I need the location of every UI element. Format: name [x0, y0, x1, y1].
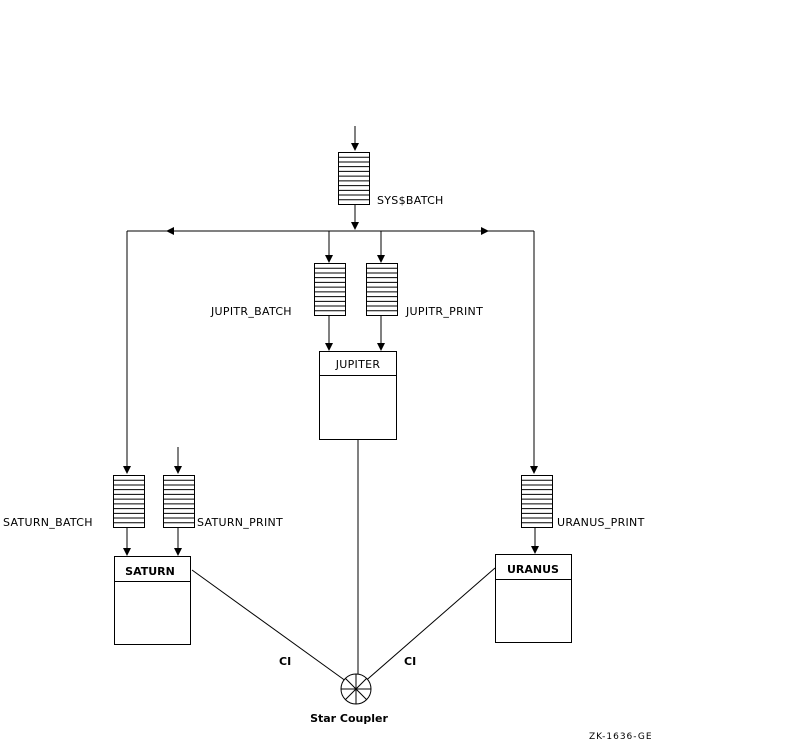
queue-box-outline	[314, 263, 346, 316]
queue-saturn-batch[interactable]	[113, 475, 145, 528]
queue-label-saturn-print: SATURN_PRINT	[197, 516, 283, 529]
queue-label-uranus-print: URANUS_PRINT	[557, 516, 645, 529]
queue-uranus-print[interactable]	[521, 475, 553, 528]
ci-label-left: CI	[279, 655, 291, 668]
figure-id: ZK-1636-GE	[589, 732, 653, 742]
queue-saturn-print[interactable]	[163, 475, 195, 528]
node-label-jupiter: JUPITER	[335, 358, 381, 371]
node-saturn[interactable]: SATURN	[114, 556, 191, 645]
node-jupiter[interactable]: JUPITER	[319, 351, 397, 440]
arrow-uranus-print-to-node	[531, 528, 539, 554]
arrows-saturn-to-node	[123, 528, 182, 556]
input-arrow-sys-batch	[351, 126, 359, 151]
queue-label-sys-batch: SYS$BATCH	[377, 194, 444, 207]
queue-label-saturn-batch: SATURN_BATCH	[3, 516, 93, 529]
arrows-jupitr-to-jupiter	[325, 316, 385, 351]
ci-links	[191, 440, 496, 685]
queue-box-outline	[338, 152, 370, 205]
distribution-bus	[123, 227, 538, 474]
node-label-saturn: SATURN	[125, 565, 175, 578]
ci-link-saturn	[191, 569, 351, 685]
queue-label-jupitr-print: JUPITR_PRINT	[405, 305, 483, 318]
star-coupler-label: Star Coupler	[310, 712, 388, 725]
queue-box-outline	[521, 475, 553, 528]
arrow-sys-batch-to-bus	[351, 205, 359, 230]
queue-box-outline	[366, 263, 398, 316]
node-uranus[interactable]: URANUS	[495, 554, 572, 643]
queue-jupitr-print[interactable]	[366, 263, 398, 316]
input-arrow-saturn-print	[174, 447, 182, 474]
arrow-left-icon	[166, 227, 174, 235]
ci-label-right: CI	[404, 655, 416, 668]
ci-link-uranus	[361, 567, 496, 685]
queue-box-outline	[113, 475, 145, 528]
queue-box-outline	[163, 475, 195, 528]
queue-jupitr-batch[interactable]	[314, 263, 346, 316]
node-label-uranus: URANUS	[507, 563, 559, 576]
star-coupler-icon[interactable]	[340, 673, 372, 705]
queue-label-jupitr-batch: JUPITR_BATCH	[210, 305, 292, 318]
queue-sys-batch[interactable]	[338, 152, 370, 205]
arrow-right-icon	[481, 227, 489, 235]
